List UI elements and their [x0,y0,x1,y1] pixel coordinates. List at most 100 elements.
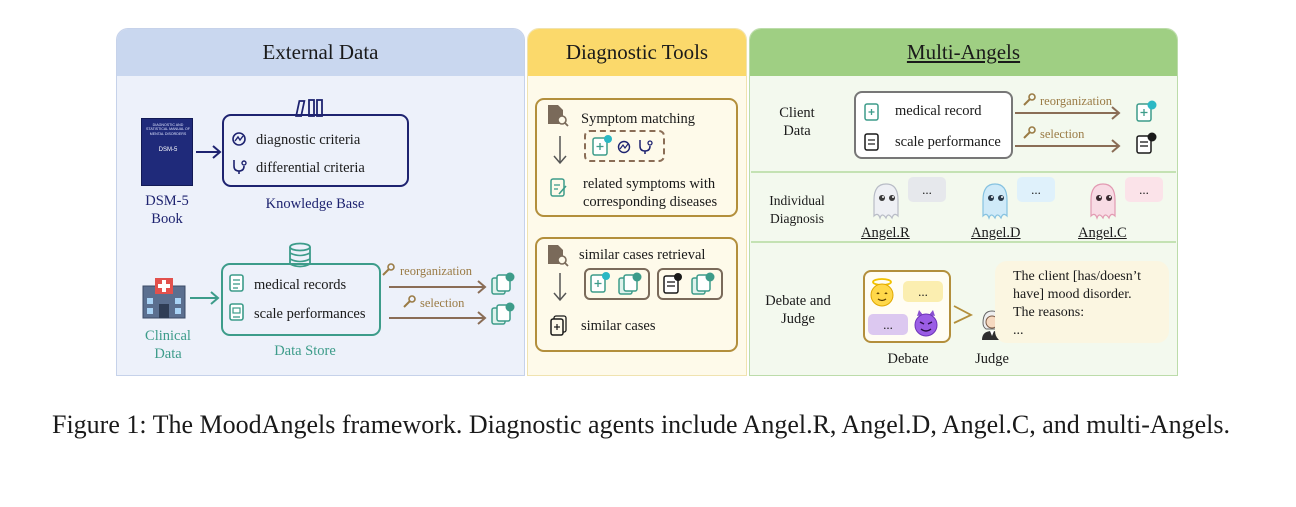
angel-r-ghost-icon [873,183,899,220]
individual-diagnosis-label: Individual Diagnosis [757,192,837,228]
external-data-title: External Data [262,40,379,64]
figure-caption: Figure 1: The MoodAngels framework. Diag… [52,410,1231,439]
stethoscope-icon [639,140,653,154]
client-item-scale-performance: scale performance [895,134,1001,150]
client-item-medical-record: medical record [895,103,982,119]
wrench-icon [1023,93,1036,106]
book-cover-mark: DSM-5 [158,147,178,153]
book-to-kb-arrow [196,145,222,159]
selected-scale-icon [1136,132,1157,154]
book-cover-title: DIAGNOSTIC AND STATISTICAL MANUAL OF MEN… [146,123,190,136]
ds-op-reorganization: reorganization [400,264,472,278]
medical-record-icon [864,103,879,121]
similar-case-group-2 [657,268,723,300]
client-data-label: Client Data [762,104,832,140]
ds-item-scale-performances: scale performances [254,306,366,322]
verdict-bubble [995,261,1169,343]
verdict-line-2: have] mood disorder. [1013,287,1132,302]
scale-performances-icon [229,303,244,321]
knowledge-base-box [222,114,409,187]
client-record-box [854,91,1013,159]
dsm5-label-line1: DSM-5 [145,193,189,209]
diagnostic-tools-panel: Diagnostic Tools [527,28,747,376]
ds-reorg-arrow [389,280,487,294]
clinical-label-line2: Data [154,346,182,362]
dsm5-label: DSM-5 Book [133,192,201,228]
dsm5-label-line2: Book [151,211,183,227]
similar-cases-box [535,237,738,352]
angel-d-ghost-icon [982,183,1008,220]
books-icon [295,99,323,117]
document-search-icon [548,105,569,127]
verdict-line-1: The client [has/doesn’t [1013,269,1142,284]
symptom-icons-dashed-box [584,130,665,162]
row-divider-1 [751,171,1176,173]
verdict-line-4: ... [1013,323,1024,338]
edit-document-icon [550,178,567,197]
data-store-box [221,263,381,336]
clinical-to-datastore-arrow [190,291,220,305]
devil-argument-bubble: ... [868,314,908,335]
medical-records-icon [229,274,244,292]
reorganized-record-icon [1136,100,1157,122]
symptom-matching-box [535,98,738,217]
angel-c-label: Angel.C [1078,225,1127,241]
case-file-icon [550,315,567,336]
wrench-icon [403,295,416,308]
verdict-text: The client [has/doesn’t have] mood disor… [1013,268,1141,340]
record-plus-icon [592,135,612,156]
related-line2: corresponding diseases [583,194,718,210]
reorganized-record-icon [491,272,515,295]
ds-op-selection: selection [420,296,465,310]
record-plus-icon [590,272,610,293]
angel-r-bubble-text: ... [922,181,932,197]
angel-argument-bubble: ... [903,281,943,302]
client-label-line2: Data [783,123,811,139]
diagnostic-tools-title: Diagnostic Tools [565,40,709,64]
angel-c-ghost-icon [1090,183,1116,220]
dsm5-book-image: DIAGNOSTIC AND STATISTICAL MANUAL OF MEN… [141,118,193,186]
row-divider-2 [751,241,1176,243]
judge-label: Judge [975,351,1009,367]
records-stack-icon [618,272,642,295]
external-data-header: External Data [117,29,524,76]
angel-d-bubble: ... [1017,177,1055,202]
angel-argument-text: ... [918,283,928,299]
down-arrow-icon [553,136,567,165]
clinical-data-label: Clinical Data [133,327,203,363]
angel-r-bubble: ... [908,177,946,202]
stethoscope-icon [233,160,247,174]
knowledge-base-label: Knowledge Base [265,196,365,212]
devil-argument-text: ... [883,316,893,332]
diagnostic-tools-header: Diagnostic Tools [528,29,746,76]
selected-record-icon [491,302,515,325]
angel-emoji-icon [870,278,894,307]
kb-item-diagnostic-criteria: diagnostic criteria [256,132,361,148]
angel-c-bubble-text: ... [1139,181,1149,197]
similar-cases-label: similar cases [581,318,656,334]
angel-d-label: Angel.D [971,225,1021,241]
multi-angels-header: Multi-Angels [750,29,1177,76]
angel-c-bubble: ... [1125,177,1163,202]
multi-angels-title: Multi-Angels [906,40,1021,64]
debate-label-line1: Debate and [765,293,831,309]
clinical-label-line1: Clinical [145,328,191,344]
verdict-line-3: The reasons: [1013,305,1085,320]
individual-label-line2: Diagnosis [770,211,824,226]
angel-d-bubble-text: ... [1031,181,1041,197]
debate-label: Debate [887,351,929,367]
kb-item-differential-criteria: differential criteria [256,160,365,176]
symptom-matching-label: Symptom matching [581,111,695,127]
data-store-label: Data Store [274,343,336,359]
individual-label-line1: Individual [769,193,825,208]
ds-item-medical-records: medical records [254,277,347,293]
debate-label-line2: Judge [781,311,815,327]
client-op-reorganization: reorganization [1040,94,1112,108]
wrench-icon [1023,126,1036,139]
wrench-icon [382,263,395,276]
scale-record-icon [663,273,682,294]
similar-retrieval-label: similar cases retrieval [579,247,706,263]
down-arrow-icon [553,273,567,302]
angel-r-label: Angel.R [861,225,910,241]
chart-search-icon [617,140,631,154]
